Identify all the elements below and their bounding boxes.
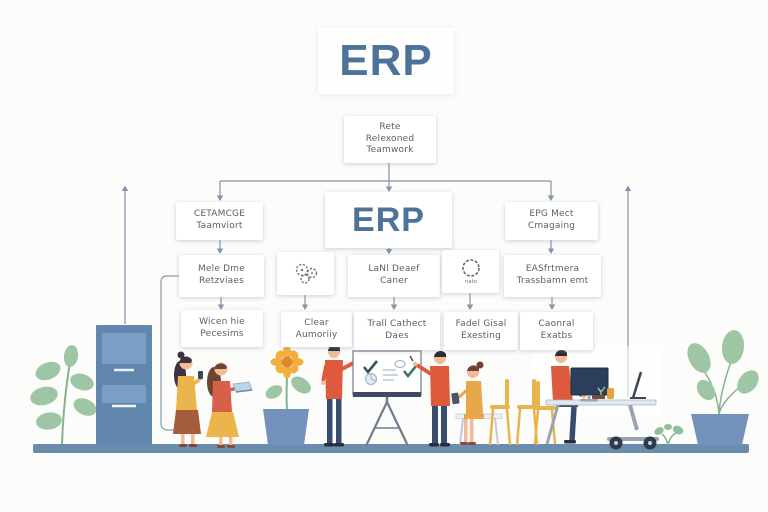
gear-ring-icon: nato [461,258,480,285]
node-line: LaNl Deaef [368,264,420,275]
node-line: Caner [380,276,408,286]
node-level4-4: Fadel Gisal Exesting [444,312,518,350]
node-line: Fadel Gisal [455,319,507,330]
presenter-right [409,350,450,447]
node-line: Exatbs [540,331,573,341]
node-line: Aumoriiy [295,329,338,340]
node-line: CETAMCGE [193,209,246,220]
potted-plant-left [30,345,97,445]
standing-woman-laptop [206,362,253,448]
erp-label: ERP [352,200,425,239]
node-line: Retzviaes [198,276,244,286]
arrowheads [121,185,632,310]
node-level4-1: Wicen hie Pecesims [181,310,263,347]
node-line: EASfrtmera [525,264,580,275]
wheeled-desk [545,399,659,450]
sunflower-planter [263,345,311,445]
standing-woman-phone [173,351,203,447]
tablet [451,392,460,405]
team-gears-icon [295,263,317,284]
title-card: ERP [318,28,454,94]
yellow-chair-1 [488,379,512,446]
sunflower-petals [270,345,304,379]
node-level2-right: EPG Mect Cmagaing [505,202,598,240]
node-line: Trall Cathect [367,319,427,330]
node-line: Wicen hie [199,316,245,327]
node-line: EPG Mect [529,209,574,220]
checkmark [402,365,418,379]
floor-sprout [654,424,684,446]
node-level3-2 [277,252,334,295]
node-line: Teamwork [366,145,414,156]
node-erp-center: ERP [325,192,452,248]
node-level4-3: Trall Cathect Daes [354,312,440,350]
laptop-on-desk [630,371,646,399]
node-level4-5: Caonral Exatbs [520,312,593,350]
seated-woman-tablet [451,361,484,445]
node-line: Taamviort [196,221,243,231]
node-line: Clear [304,317,329,328]
node-line: Relexoned [365,133,415,144]
whiteboard [352,350,422,447]
desk-items [592,386,614,399]
yellow-chair-2 [515,379,539,446]
phone [198,371,203,379]
node-root: Rete Relexoned Teamwork [344,116,436,163]
bottle [607,388,614,399]
node-line: Cmagaing [527,221,576,231]
node-level3-1: Mele Dme Retzviaes [179,255,264,297]
gear-ring-caption: nato [464,279,476,285]
node-line: Exesting [460,331,501,341]
node-line: Daes [385,331,409,341]
planter-box [263,409,309,445]
book [592,395,605,399]
potted-plant-right [687,330,759,445]
floor-line [33,444,749,453]
page-title: ERP [339,36,433,85]
node-level3-4: nato [442,250,499,293]
checkmark [362,360,379,375]
node-level3-3: LaNl Deaef Caner [348,255,440,297]
node-line: Trassbamn emt [516,276,589,286]
filing-cabinet [96,325,152,445]
node-line: Mele Dme [197,264,246,275]
node-level2-left: CETAMCGE Taamviort [176,202,263,240]
node-level3-5: EASfrtmera Trassbamn emt [504,255,601,297]
node-level4-2: Clear Aumoriiy [281,312,352,347]
node-line: Rete [379,121,401,132]
node-line: Caonral [538,319,575,330]
node-line: Pecesims [200,328,244,339]
plant-pot [691,414,749,445]
yellow-chair-3 [533,381,557,445]
